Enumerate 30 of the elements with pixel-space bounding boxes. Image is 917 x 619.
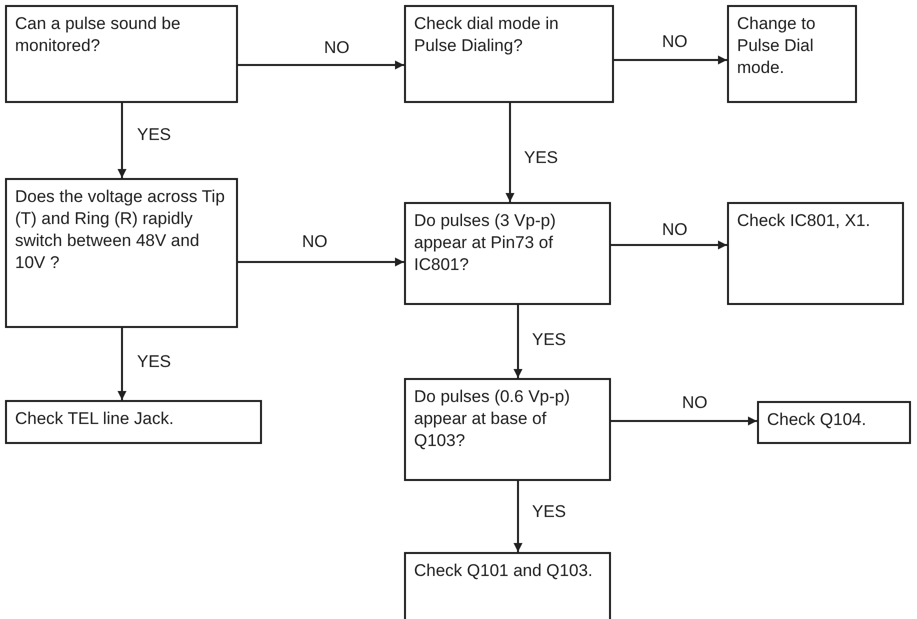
process-box — [5, 178, 238, 328]
process-box — [404, 378, 611, 481]
process-box — [727, 202, 904, 305]
arrow — [514, 305, 522, 378]
box-text: Do pulses (0.6 Vp-p) appear at base of Q103? — [414, 386, 571, 452]
box-text: Check TEL line Jack. — [15, 408, 175, 430]
arrow — [506, 103, 514, 202]
arrow — [514, 481, 522, 552]
process-box — [404, 202, 611, 305]
box-text: Change to Pulse Dial mode. — [737, 13, 816, 79]
box-text: Check Q101 and Q103. — [414, 560, 594, 582]
process-box — [5, 400, 262, 444]
process-box — [757, 401, 911, 444]
arrow — [118, 328, 126, 400]
process-box — [727, 5, 857, 103]
arrow — [614, 56, 727, 64]
box-text: Do pulses (3 Vp-p) appear at Pin73 of IC801? — [414, 210, 557, 276]
arrow — [118, 103, 126, 178]
arrow — [238, 60, 404, 70]
box-text: Check IC801, X1. — [737, 210, 872, 232]
process-box — [404, 552, 611, 619]
box-text: Does the voltage across Tip (T) and Ring (R) rapidly switch between 48V and 10V ? — [15, 186, 226, 274]
process-box — [404, 5, 614, 103]
arrow — [611, 240, 727, 250]
box-text: Can a pulse sound be monitored? — [15, 13, 182, 57]
box-text: Check Q104. — [767, 409, 868, 431]
arrow — [238, 258, 404, 266]
arrow — [611, 416, 757, 426]
box-text: Check dial mode in Pulse Dialing? — [414, 13, 560, 57]
process-box — [5, 5, 238, 103]
